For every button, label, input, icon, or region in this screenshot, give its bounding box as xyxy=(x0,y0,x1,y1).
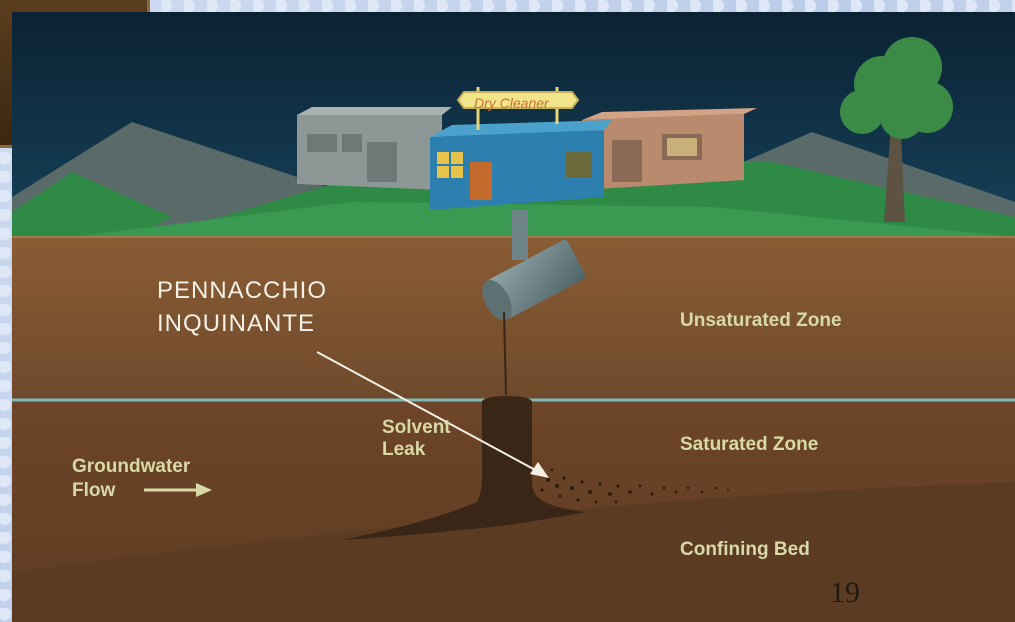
dry-cleaner-building xyxy=(430,87,612,210)
dry-cleaner-sign-text: Dry Cleaner xyxy=(474,95,549,111)
groundwater-flow-line1: Groundwater xyxy=(72,456,191,477)
plume-annotation-line2: INQUINANTE xyxy=(157,310,316,337)
contaminant-plume xyxy=(540,468,729,504)
grass-lower xyxy=(72,202,1015,237)
dry-cleaner-sign xyxy=(456,91,580,109)
building-pink xyxy=(582,108,757,190)
page-number: 19 xyxy=(830,576,860,609)
confining-bed-label: Confining Bed xyxy=(680,539,810,560)
unsaturated-zone-label: Unsaturated Zone xyxy=(680,310,842,331)
tree xyxy=(840,37,953,222)
confining-bed xyxy=(12,482,1015,622)
contamination-diagram: Dry Cleaner PENNACCHIO INQUINANTE Unsatu… xyxy=(12,12,1015,622)
groundwater-flow-line2: Flow xyxy=(72,480,116,501)
leaking-pipe xyxy=(482,239,586,321)
solvent-column xyxy=(342,396,587,540)
solvent-leak-line1: Solvent xyxy=(382,417,451,438)
plume-annotation: PENNACCHIO INQUINANTE xyxy=(157,274,327,340)
drip-line xyxy=(503,311,507,396)
unsaturated-zone xyxy=(12,237,1015,400)
groundwater-arrowhead xyxy=(196,483,212,497)
solvent-leak-label: Solvent Leak xyxy=(382,417,451,461)
annotation-arrowhead xyxy=(530,462,549,478)
diagram-svg xyxy=(12,12,1015,622)
pipe-stem xyxy=(512,210,528,260)
annotation-arrow-line xyxy=(316,351,540,473)
grass-left xyxy=(12,172,172,237)
plume-annotation-line1: PENNACCHIO xyxy=(157,277,328,304)
saturated-zone-label: Saturated Zone xyxy=(680,434,819,455)
solvent-leak-line2: Leak xyxy=(382,439,426,460)
groundwater-flow-label: Groundwater Flow xyxy=(72,455,190,503)
building-gray xyxy=(297,107,452,190)
